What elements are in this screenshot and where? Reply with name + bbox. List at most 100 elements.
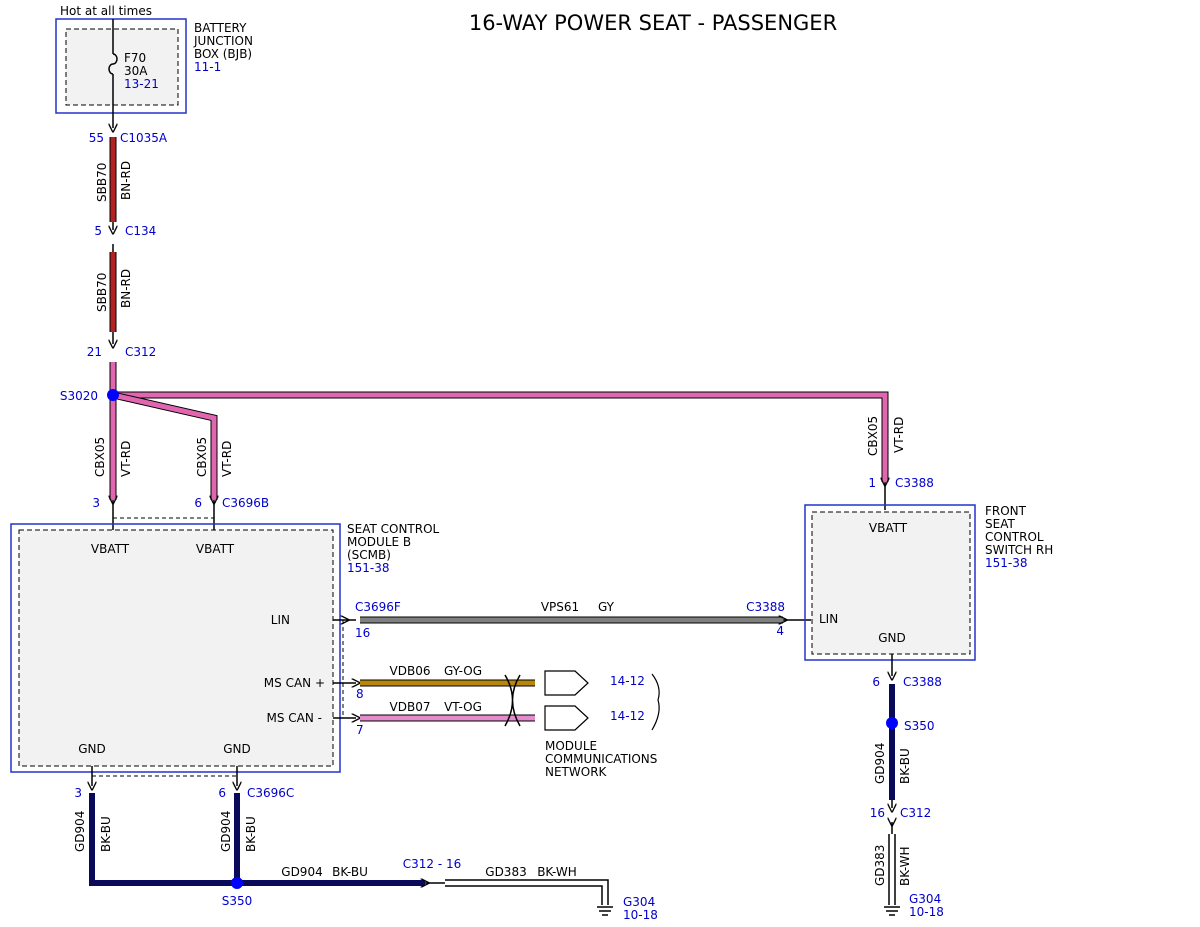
wire-cbx05-2-circuit: CBX05 bbox=[195, 437, 209, 477]
wire-vdb06-color: GY-OG bbox=[444, 664, 482, 678]
wire-sbb70-1-circuit: SBB70 bbox=[95, 163, 109, 202]
network-ref-plus: 14-12 bbox=[610, 674, 645, 688]
network-connector-minus-icon bbox=[544, 705, 589, 731]
ground-icon-left bbox=[597, 906, 613, 916]
wire-vps61-circuit: VPS61 bbox=[541, 600, 579, 614]
c134-label: C134 bbox=[125, 224, 156, 238]
wire-cbx05-3-color: VT-RD bbox=[892, 417, 906, 453]
network-label-3: NETWORK bbox=[545, 765, 608, 779]
c1035a-pin: 55 bbox=[89, 131, 104, 145]
wire-gd904-left-1-color: BK-BU bbox=[99, 816, 113, 852]
wire-gd904-bottom-circuit: GD904 bbox=[281, 865, 322, 879]
seat-control-module-b bbox=[10, 523, 341, 773]
switch-name-3: CONTROL bbox=[985, 530, 1044, 544]
scmb-mscan-plus: MS CAN + bbox=[264, 676, 325, 690]
wire-cbx05-2-color: VT-RD bbox=[220, 441, 234, 477]
c3696f-label: C3696F bbox=[355, 600, 401, 614]
wire-cbx05-1-circuit: CBX05 bbox=[93, 437, 107, 477]
wire-sbb70-2-color: BN-RD bbox=[119, 269, 133, 308]
fuse-name: F70 bbox=[124, 51, 146, 65]
switch-lin: LIN bbox=[819, 612, 838, 626]
wire-vps61-color: GY bbox=[598, 600, 615, 614]
c3696b-label: C3696B bbox=[222, 496, 269, 510]
scmb-gnd-1: GND bbox=[78, 742, 106, 756]
wire-sbb70-2-circuit: SBB70 bbox=[95, 273, 109, 312]
wire-gd904-left-1-circuit: GD904 bbox=[73, 811, 87, 852]
wire-cbx05-1-color: VT-RD bbox=[119, 441, 133, 477]
can-pin-8: 8 bbox=[356, 687, 364, 701]
wire-sbb70-1-color: BN-RD bbox=[119, 161, 133, 200]
switch-ref: 151-38 bbox=[985, 556, 1028, 570]
wire-vdb06-circuit: VDB06 bbox=[390, 664, 431, 678]
c3696c-pin-3: 3 bbox=[74, 786, 82, 800]
s350-right-label: S350 bbox=[904, 719, 935, 733]
c312-pin: 21 bbox=[87, 345, 102, 359]
c3388-lin-pin: 4 bbox=[776, 624, 784, 638]
network-connector-plus-icon bbox=[544, 670, 589, 696]
wire-vdb07-circuit: VDB07 bbox=[390, 700, 431, 714]
hot-at-all-times-label: Hot at all times bbox=[60, 4, 152, 18]
c312-right-pin: 16 bbox=[870, 806, 885, 820]
scmb-name-3: (SCMB) bbox=[347, 548, 391, 562]
network-label-2: COMMUNICATIONS bbox=[545, 752, 657, 766]
fuse-icon bbox=[108, 53, 118, 75]
c312-right-label: C312 bbox=[900, 806, 931, 820]
s3020-label: S3020 bbox=[60, 389, 98, 403]
ground-icon-right bbox=[884, 906, 900, 916]
front-seat-control-switch-rh bbox=[804, 504, 976, 661]
network-label-1: MODULE bbox=[545, 739, 597, 753]
c3696f-pin: 16 bbox=[355, 626, 370, 640]
battery-junction-box bbox=[55, 18, 187, 114]
c134-pin: 5 bbox=[94, 224, 102, 238]
splice-s350-left bbox=[231, 877, 243, 889]
scmb-name-2: MODULE B bbox=[347, 535, 411, 549]
bjb-name-1: BATTERY bbox=[194, 21, 247, 35]
c3388-pin-1: 1 bbox=[868, 476, 876, 490]
c3388-gnd-pin: 6 bbox=[872, 675, 880, 689]
scmb-vbatt-2: VBATT bbox=[196, 542, 235, 556]
c3696b-pin-3: 3 bbox=[92, 496, 100, 510]
c3696c-label: C3696C bbox=[247, 786, 294, 800]
wire-cbx05-3-circuit: CBX05 bbox=[866, 416, 880, 456]
scmb-mscan-minus: MS CAN - bbox=[267, 711, 323, 725]
c3388-lin-label: C3388 bbox=[746, 600, 785, 614]
wire-gd904-right-circuit: GD904 bbox=[873, 743, 887, 784]
g304-left-ref: 10-18 bbox=[623, 908, 658, 922]
c3388-gnd-label: C3388 bbox=[903, 675, 942, 689]
splice-s350-right bbox=[886, 717, 898, 729]
switch-name-2: SEAT bbox=[985, 517, 1015, 531]
c3388-top-label: C3388 bbox=[895, 476, 934, 490]
scmb-name-1: SEAT CONTROL bbox=[347, 522, 440, 536]
scmb-ref: 151-38 bbox=[347, 561, 390, 575]
fuse-rating: 30A bbox=[124, 64, 148, 78]
wire-gd904-bottom-color: BK-BU bbox=[332, 865, 368, 879]
scmb-lin: LIN bbox=[271, 613, 290, 627]
c3696c-pin-6: 6 bbox=[218, 786, 226, 800]
g304-right-label: G304 bbox=[909, 892, 941, 906]
g304-left-label: G304 bbox=[623, 895, 655, 909]
wire-gd904-right-color: BK-BU bbox=[898, 748, 912, 784]
switch-name-4: SWITCH RH bbox=[985, 543, 1053, 557]
bjb-name-2: JUNCTION bbox=[193, 34, 253, 48]
network-ref-minus: 14-12 bbox=[610, 709, 645, 723]
wire-gd383-left bbox=[445, 879, 609, 905]
wire-gd383-right-circuit: GD383 bbox=[873, 845, 887, 886]
bjb-name-3: BOX (BJB) bbox=[194, 47, 252, 61]
splice-s3020 bbox=[107, 389, 119, 401]
wire-gd383-right-color: BK-WH bbox=[898, 846, 912, 886]
s350-left-label: S350 bbox=[222, 894, 253, 908]
switch-vbatt: VBATT bbox=[869, 521, 908, 535]
c312-label: C312 bbox=[125, 345, 156, 359]
scmb-vbatt-1: VBATT bbox=[91, 542, 130, 556]
c1035a-label: C1035A bbox=[120, 131, 168, 145]
diagram-title: 16-WAY POWER SEAT - PASSENGER bbox=[469, 11, 837, 35]
wire-cbx05-harness bbox=[109, 362, 889, 500]
wire-gd904-left-2-circuit: GD904 bbox=[219, 811, 233, 852]
wire-gd383-left-circuit: GD383 bbox=[485, 865, 526, 879]
wire-gd904-left-2-color: BK-BU bbox=[244, 816, 258, 852]
fuse-ref: 13-21 bbox=[124, 77, 159, 91]
bjb-ref: 11-1 bbox=[194, 60, 221, 74]
wire-vdb07-color: VT-OG bbox=[444, 700, 482, 714]
wire-gd904-left-harness bbox=[89, 793, 425, 886]
